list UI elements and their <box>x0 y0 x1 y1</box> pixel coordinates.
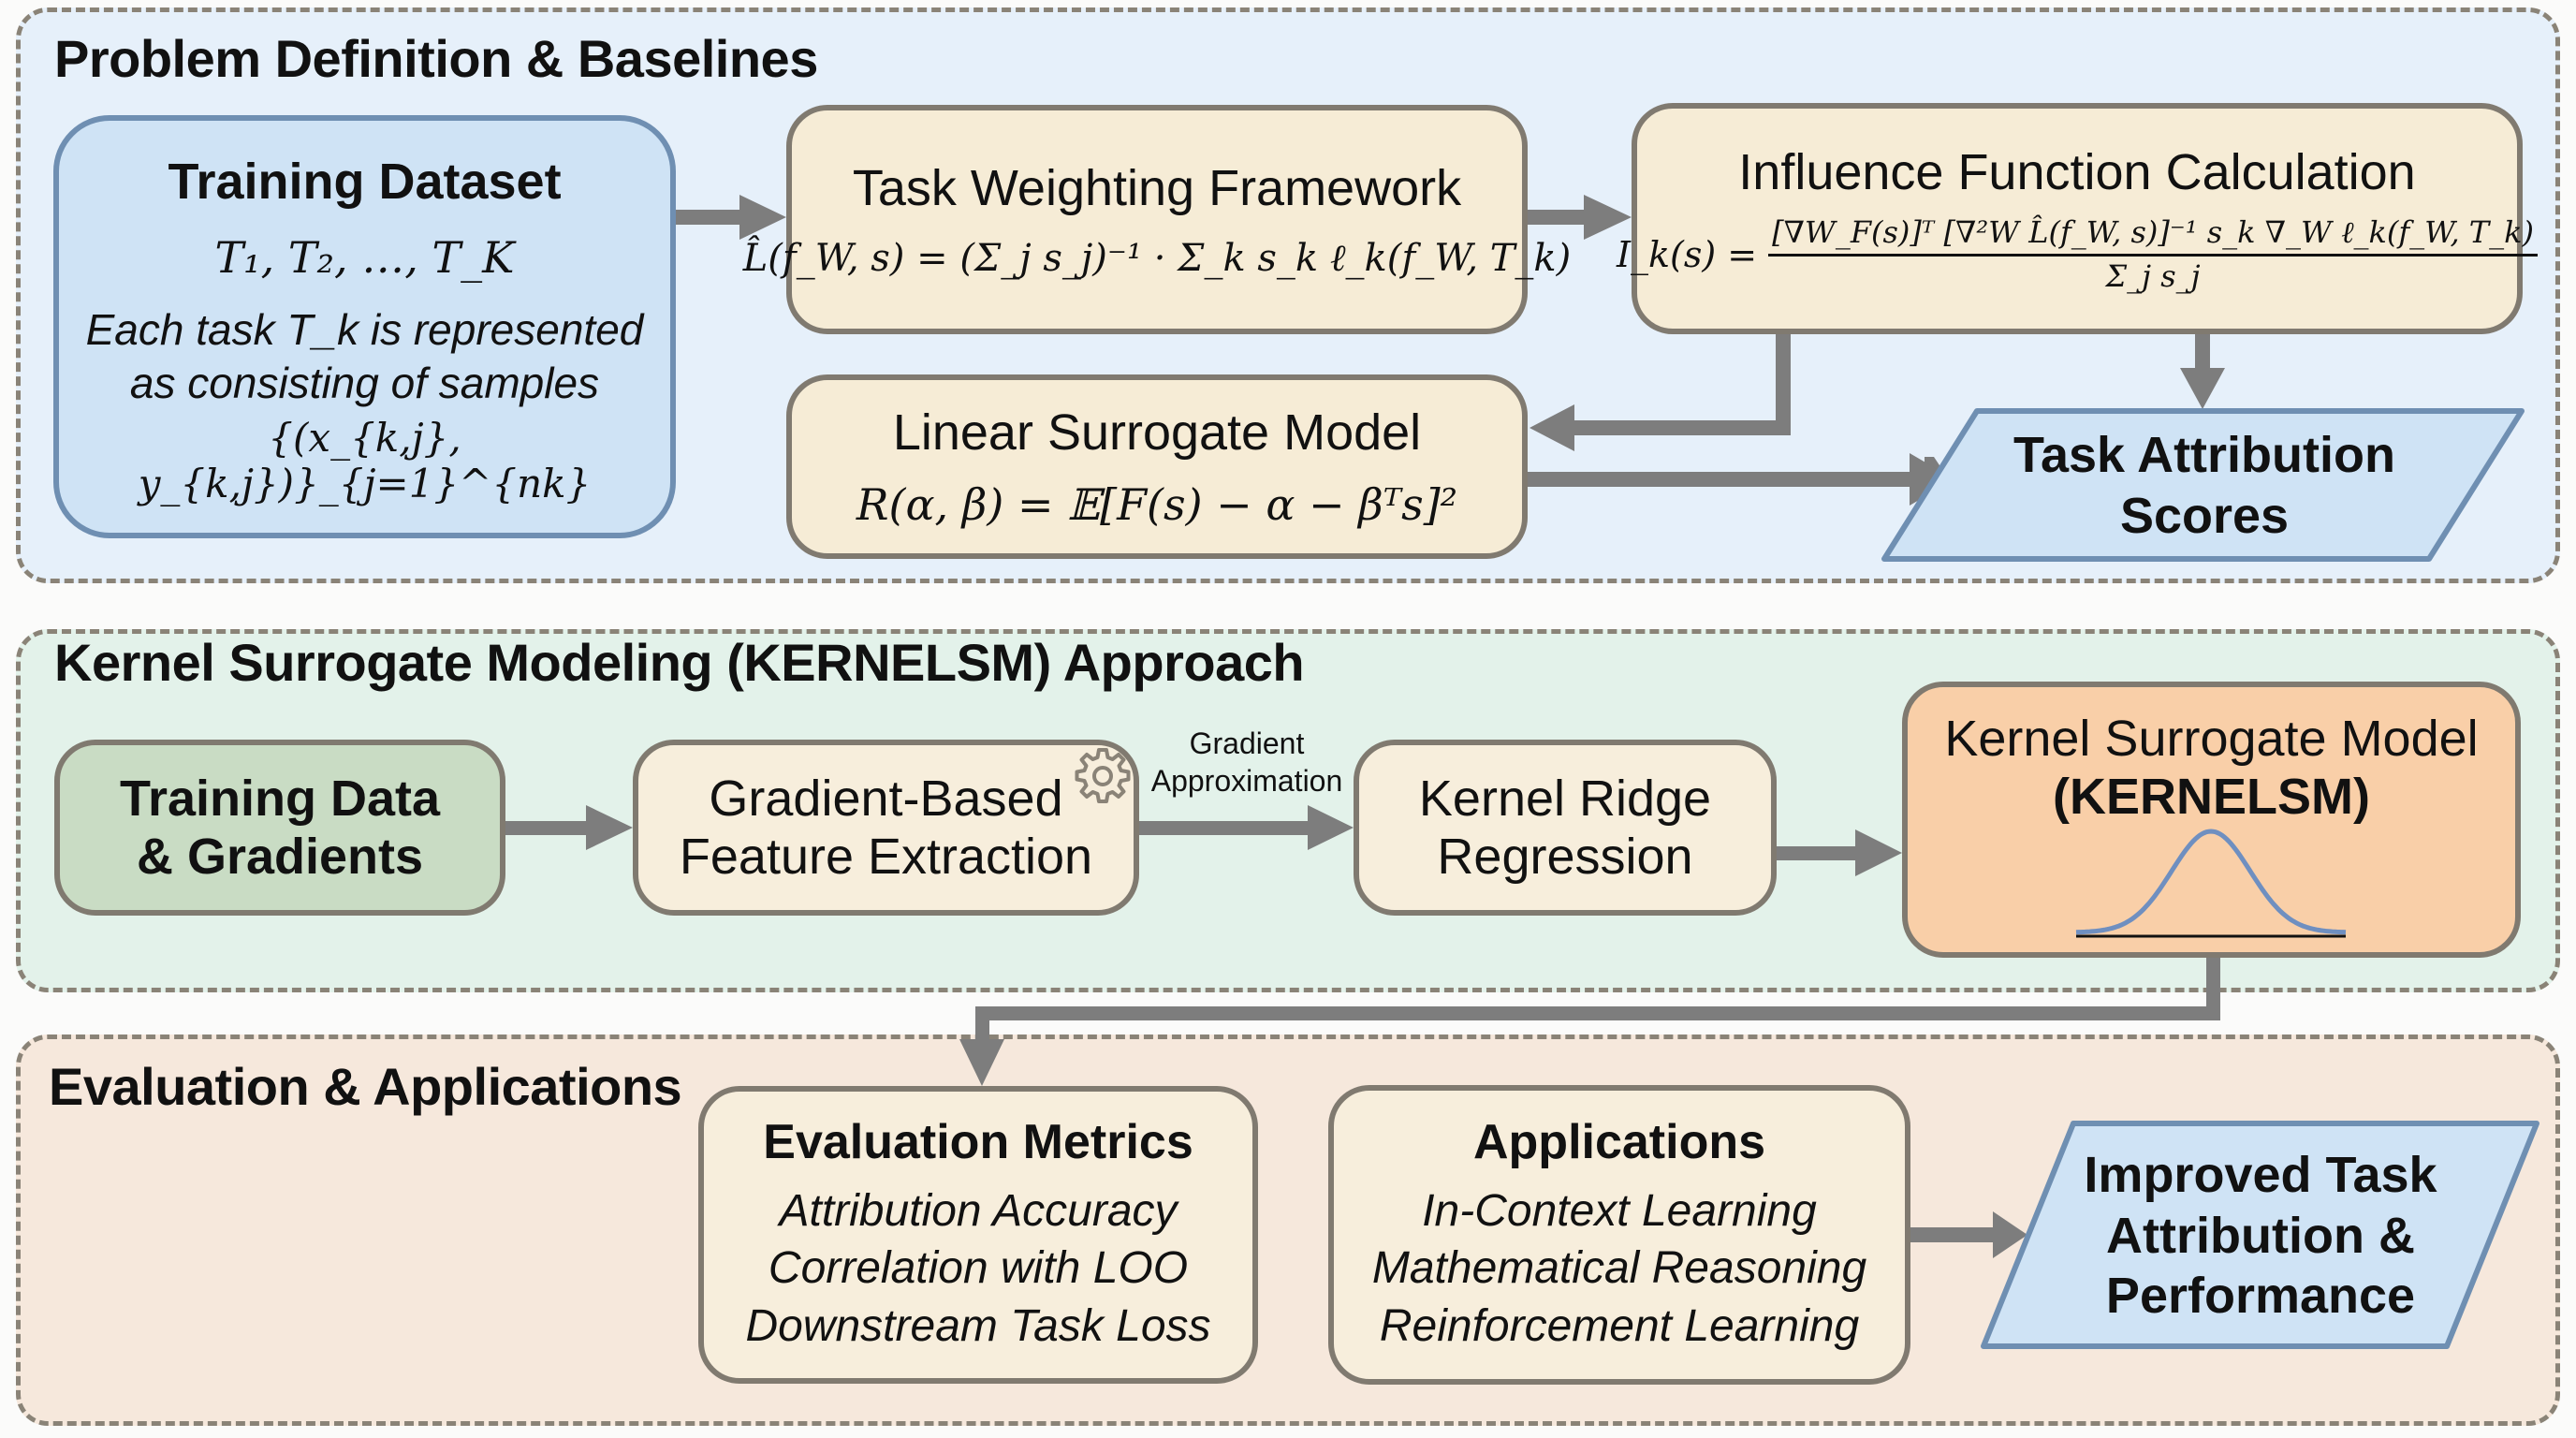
metric-item: Downstream Task Loss <box>745 1300 1211 1351</box>
linear-surrogate-formula: R(α, β) = 𝔼[F(s) − α − βᵀs]² <box>856 478 1458 530</box>
result-line3: Performance <box>2105 1268 2416 1325</box>
kernel-ridge-box[interactable]: Kernel Ridge Regression <box>1354 740 1777 916</box>
linear-surrogate-box[interactable]: Linear Surrogate Model R(α, β) = 𝔼[F(s) … <box>786 374 1528 559</box>
section-title-evaluation: Evaluation & Applications <box>49 1057 682 1116</box>
influence-formula-numerator: [∇W_F(s)]ᵀ [∇²W L̂(f_W, s)]⁻¹ s_k ∇_W ℓ_… <box>1768 214 2539 257</box>
result-line1: Improved Task <box>2084 1146 2437 1203</box>
training-dataset-samples: {(x_{k,j}, y_{k,j})}_{j=1}^{nk} <box>138 414 592 506</box>
kernel-ridge-line2: Regression <box>1437 829 1693 885</box>
training-dataset-title: Training Dataset <box>168 154 562 211</box>
training-dataset-tasks: T₁, T₂, …, T_K <box>214 231 515 283</box>
influence-formula-denominator: Σ_j s_j <box>2105 258 2201 295</box>
task-weighting-box[interactable]: Task Weighting Framework L̂(f_W, s) = (Σ… <box>743 105 1571 334</box>
edge-label-line2: Approximation <box>1150 764 1343 798</box>
evaluation-metrics-title: Evaluation Metrics <box>763 1114 1193 1169</box>
training-data-line1: Training Data <box>119 770 441 827</box>
influence-formula-fraction: [∇W_F(s)]ᵀ [∇²W L̂(f_W, s)]⁻¹ s_k ∇_W ℓ_… <box>1768 214 2539 295</box>
edge-label-gradient-approximation: Gradient Approximation <box>1144 725 1350 800</box>
evaluation-metrics-box[interactable]: Evaluation Metrics Attribution Accuracy … <box>698 1086 1258 1384</box>
section-title-problem: Problem Definition & Baselines <box>54 29 818 88</box>
training-dataset-desc-1: Each task T_k is represented <box>85 304 644 354</box>
metric-item: Attribution Accuracy <box>779 1185 1178 1236</box>
influence-function-title: Influence Function Calculation <box>1738 143 2416 200</box>
result-line2: Attribution & <box>2106 1207 2415 1264</box>
task-weighting-title: Task Weighting Framework <box>852 159 1462 216</box>
application-item: In-Context Learning <box>1422 1185 1817 1236</box>
task-attribution-scores[interactable]: Task Attribution Scores <box>1928 417 2481 555</box>
application-item: Reinforcement Learning <box>1379 1300 1860 1351</box>
bell-curve-icon <box>2075 829 2347 938</box>
applications-box[interactable]: Applications In-Context Learning Mathema… <box>1328 1085 1910 1385</box>
training-dataset-box[interactable]: Training Dataset T₁, T₂, …, T_K Each tas… <box>53 115 676 538</box>
metric-item: Correlation with LOO <box>768 1243 1189 1294</box>
attribution-scores-line1: Task Attribution <box>2013 427 2395 484</box>
kernel-ridge-line1: Kernel Ridge <box>1418 770 1712 827</box>
bell-curve-path <box>2075 829 2347 935</box>
training-dataset-desc-2: as consisting of samples <box>129 359 600 408</box>
task-weighting-formula: L̂(f_W, s) = (Σ_j s_j)⁻¹ · Σ_k s_k ℓ_k(f… <box>742 237 1572 281</box>
kernelsm-line1: Kernel Surrogate Model <box>1944 711 2479 767</box>
linear-surrogate-title: Linear Surrogate Model <box>892 404 1422 462</box>
feature-extraction-line1: Gradient-Based <box>709 770 1063 827</box>
training-data-gradients-box[interactable]: Training Data & Gradients <box>54 740 505 916</box>
application-item: Mathematical Reasoning <box>1371 1243 1867 1294</box>
feature-extraction-box[interactable]: Gradient-Based Feature Extraction <box>633 740 1139 916</box>
edge-label-line1: Gradient <box>1189 726 1305 760</box>
section-title-kernel: Kernel Surrogate Modeling (KERNELSM) App… <box>54 633 1305 692</box>
kernelsm-box[interactable]: Kernel Surrogate Model (KERNELSM) <box>1902 682 2521 958</box>
training-data-line2: & Gradients <box>136 829 424 885</box>
gear-icon <box>1075 748 1131 803</box>
influence-function-box[interactable]: Influence Function Calculation I_k(s) = … <box>1617 103 2539 334</box>
feature-extraction-line2: Feature Extraction <box>679 829 1093 885</box>
influence-function-formula: I_k(s) = [∇W_F(s)]ᵀ [∇²W L̂(f_W, s)]⁻¹ s… <box>1616 214 2539 295</box>
applications-title: Applications <box>1472 1114 1766 1169</box>
improved-task-attribution[interactable]: Improved Task Attribution & Performance <box>2031 1133 2490 1339</box>
kernelsm-line2: (KERNELSM) <box>2053 769 2370 826</box>
influence-formula-lhs: I_k(s) = <box>1616 233 1758 275</box>
attribution-scores-line2: Scores <box>2119 488 2290 544</box>
